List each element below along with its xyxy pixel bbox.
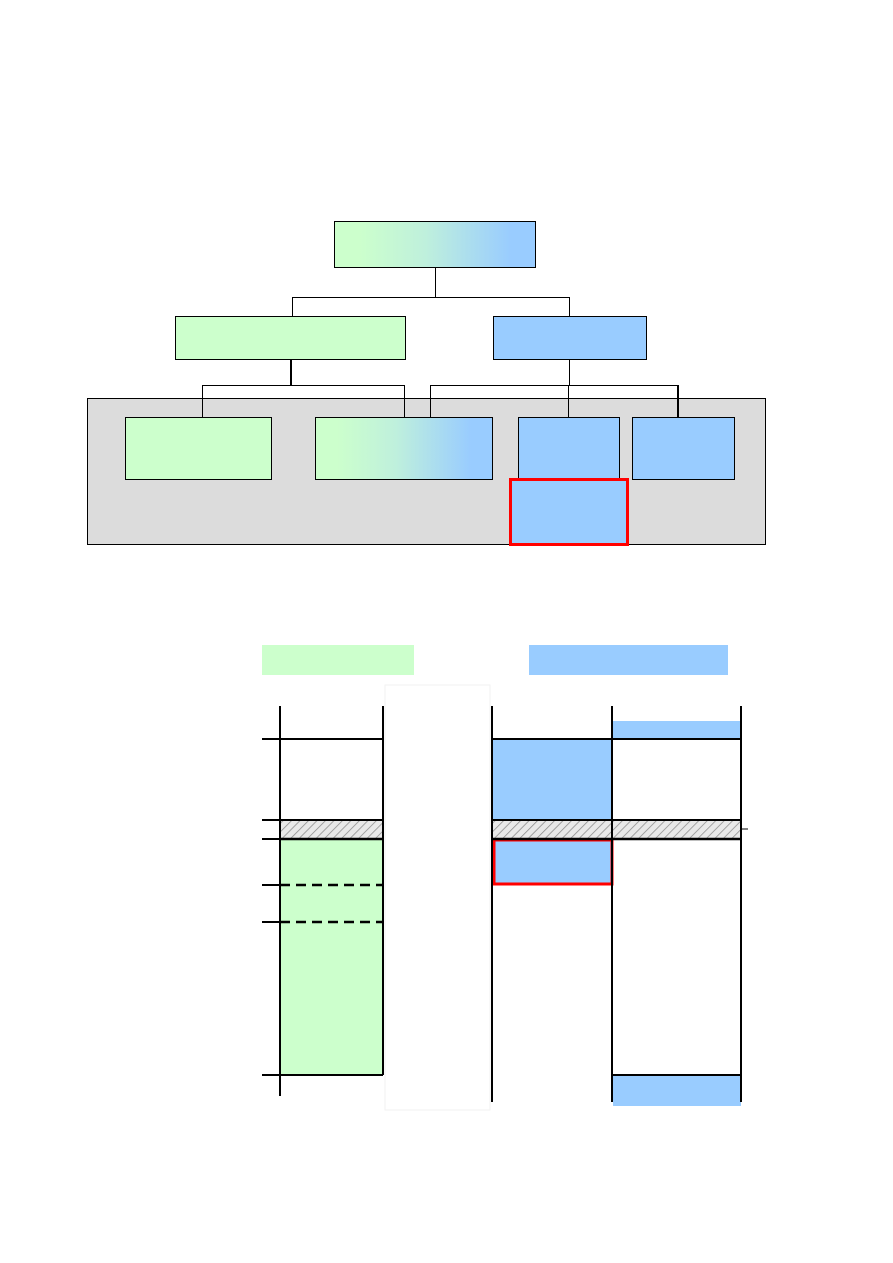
blue-bottom-block <box>613 1076 741 1106</box>
level1-green-node <box>175 316 406 360</box>
green-header-bar <box>262 645 414 675</box>
level2-green-node <box>125 417 272 480</box>
highlighted-blue-block <box>492 838 614 886</box>
connector-to-gradient-leaf-a <box>404 385 405 417</box>
connector-to-right-node <box>569 297 570 317</box>
level2-blue-node-2 <box>632 417 735 480</box>
connector-blue-down <box>569 360 570 386</box>
connector-to-left-node <box>292 297 293 317</box>
blue-top-strip <box>613 721 741 739</box>
level2-gradient-node <box>315 417 493 480</box>
connector-to-gradient-leaf-b <box>430 385 431 417</box>
connector-level1-bar <box>292 297 570 298</box>
blue-header-bar <box>529 645 728 675</box>
root-node <box>334 221 536 268</box>
gap-column <box>384 684 491 1111</box>
connector-to-blue-leaf-1 <box>568 385 569 417</box>
connector-to-green-leaf <box>202 385 203 417</box>
level2-blue-node-1 <box>518 417 620 480</box>
hatched-layer-left <box>281 821 383 839</box>
blue-upper-block <box>493 740 612 820</box>
green-column-fill <box>281 840 383 1075</box>
connector-root-down <box>435 268 436 297</box>
connector-to-blue-leaf-2 <box>677 385 679 417</box>
connector-green-down <box>290 360 292 386</box>
highlighted-blue-node <box>509 478 629 546</box>
hatched-layer-right <box>493 821 741 839</box>
connector-blue-bar <box>430 385 678 386</box>
level1-blue-node <box>493 316 647 360</box>
connector-green-bar <box>202 385 405 386</box>
